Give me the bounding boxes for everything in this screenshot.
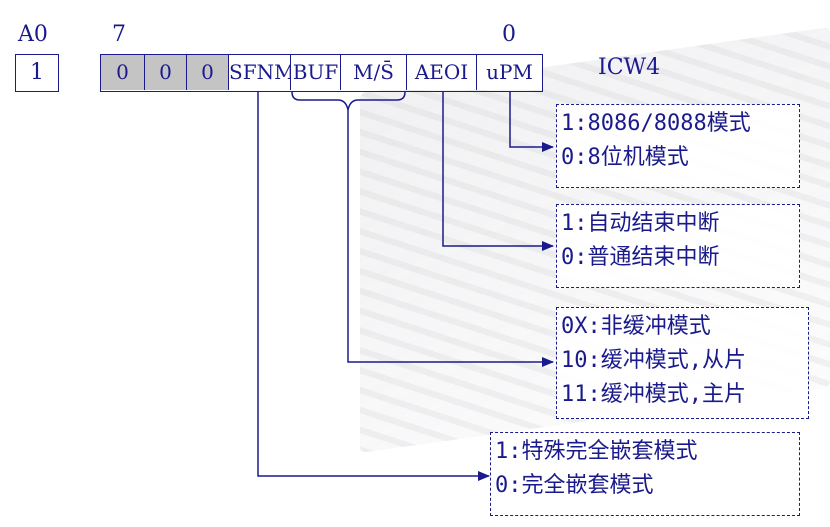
bit-cell-aeoi: AEOI [407,55,477,90]
upm-description-box: 1:8086/8088模式 0:8位机模式 [556,104,800,188]
buf-option-0x: 0X:非缓冲模式 [561,314,711,339]
buf-description-box: 0X:非缓冲模式 10:缓冲模式,从片 11:缓冲模式,主片 [556,307,809,419]
bit-cell-buf: BUF [291,55,341,90]
bit7-label: 7 [112,22,126,47]
bit-cell-d5: 0 [187,55,229,90]
a0-value-box: 1 [15,54,59,92]
bit-cell-d6: 0 [145,55,187,90]
aeoi-description-box: 1:自动结束中断 0:普通结束中断 [556,204,800,288]
bit-cell-ms: M/S̄ [341,55,407,90]
bit0-label: 0 [502,22,516,47]
aeoi-option-0: 0:普通结束中断 [561,245,720,270]
register-name: ICW4 [598,55,661,80]
a0-label: A0 [18,22,48,47]
upm-option-0: 0:8位机模式 [561,145,689,170]
upm-option-1: 1:8086/8088模式 [561,111,751,136]
icw4-register: 0 0 0 SFNM BUF M/S̄ AEOI uPM [100,54,543,92]
sfnm-option-0: 0:完全嵌套模式 [495,473,654,498]
bit-cell-upm: uPM [477,55,542,90]
bit-cell-sfnm: SFNM [229,55,291,90]
bit-cell-d7: 0 [101,55,145,90]
sfnm-option-1: 1:特殊完全嵌套模式 [495,439,698,464]
buf-option-11: 11:缓冲模式,主片 [561,382,746,407]
sfnm-description-box: 1:特殊完全嵌套模式 0:完全嵌套模式 [490,432,800,516]
buf-option-10: 10:缓冲模式,从片 [561,348,746,373]
aeoi-option-1: 1:自动结束中断 [561,211,720,236]
